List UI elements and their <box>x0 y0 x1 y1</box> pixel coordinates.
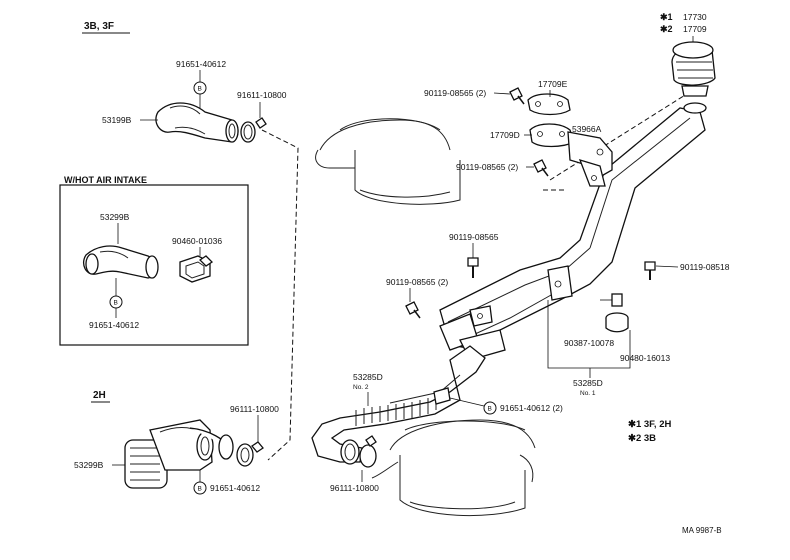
air-cleaner-ghost-bottom <box>371 419 536 517</box>
bracket-17709e <box>527 93 571 116</box>
part-label-90119-top-b: 90119-08565 (2) <box>456 162 518 172</box>
variant-label-2h: 2H <box>93 390 106 401</box>
hot-air-intake-title: W/HOT AIR INTAKE <box>64 175 147 185</box>
b-mark-mid: B <box>483 401 497 415</box>
part-label-90460: 90460-01036 <box>172 236 222 246</box>
duct-90460 <box>179 255 214 283</box>
b-mark-top: B <box>193 81 207 95</box>
collar-90387 <box>611 293 623 307</box>
part-label-90387: 90387-10078 <box>564 338 614 348</box>
bolt-mid <box>467 257 479 278</box>
leader <box>449 397 485 407</box>
part-label-90480: 90480-16013 <box>620 353 670 363</box>
bolt-top-a <box>509 87 525 105</box>
hot-air-intake-box <box>59 184 249 346</box>
part-label-91651-box: 91651-40612 <box>89 320 139 330</box>
legend-mark-2: ✱2 3B <box>628 433 656 444</box>
mark-2-top: ✱2 <box>660 24 673 34</box>
svg-text:B: B <box>198 86 202 93</box>
part-label-53199b: 53199B <box>102 115 132 125</box>
b-mark-2h: B <box>193 481 207 495</box>
part-label-90119-right: 90119-08518 <box>680 262 730 272</box>
part-label-53299b-2h: 53299B <box>74 460 104 470</box>
part-label-91651-top: 91651-40612 <box>176 59 226 69</box>
svg-text:B: B <box>198 486 202 493</box>
bracket-53966a <box>567 131 613 187</box>
bracket-lines-no1 <box>547 300 631 369</box>
part-label-96111-bottom: 96111-10800 <box>330 483 379 493</box>
part-label-91611: 91611-10800 <box>237 90 287 100</box>
part-label-90119-top-a: 90119-08565 (2) <box>424 88 486 98</box>
svg-text:B: B <box>114 300 118 307</box>
part-label-53966a: 53966A <box>572 124 602 134</box>
dashed-connector-top <box>549 91 691 181</box>
part-label-17730: 17730 <box>683 12 707 22</box>
part-label-17709e: 17709E <box>538 79 568 89</box>
b-mark-box: B <box>109 295 123 309</box>
bolt-mid2 <box>405 301 421 319</box>
part-label-53285d-no1: 53285D <box>573 378 603 388</box>
diagram-code: MA 9987-B <box>682 526 722 535</box>
part-label-53299b-box: 53299B <box>100 212 130 222</box>
hose-53199b <box>155 102 267 143</box>
grommet-90480 <box>605 312 629 333</box>
legend-mark-1: ✱1 3F, 2H <box>628 419 671 430</box>
mark-1-top: ✱1 <box>660 12 673 22</box>
part-label-91651-2h: 91651-40612 <box>210 483 260 493</box>
part-label-90119-mid: 90119-08565 <box>449 232 499 242</box>
hose-53299b-2h <box>124 419 264 489</box>
leader <box>655 265 679 268</box>
part-label-91651-mid: 91651-40612 (2) <box>500 403 563 413</box>
part-label-96111-2h: 96111-10800 <box>230 404 279 414</box>
leader <box>493 92 511 95</box>
part-label-17709: 17709 <box>683 24 707 34</box>
air-cleaner-ghost-top <box>315 118 461 205</box>
hose-53299b-box <box>82 245 159 279</box>
variant-label-3b-3f: 3B, 3F <box>84 21 114 32</box>
part-label-53285d-no2: 53285D <box>353 372 383 382</box>
dashed-connector-left <box>261 129 299 461</box>
cap-17730 <box>671 41 716 114</box>
bolt-right <box>644 261 656 280</box>
hose-53285d-no2 <box>311 345 486 468</box>
no2-label: No. 2 <box>353 384 369 391</box>
no1-label: No. 1 <box>580 390 596 397</box>
part-label-90119-mid2: 90119-08565 (2) <box>386 277 448 287</box>
part-label-17709d: 17709D <box>490 130 520 140</box>
bracket-17709d <box>529 123 575 148</box>
svg-text:B: B <box>488 406 492 413</box>
bolt-top-b <box>533 159 549 177</box>
